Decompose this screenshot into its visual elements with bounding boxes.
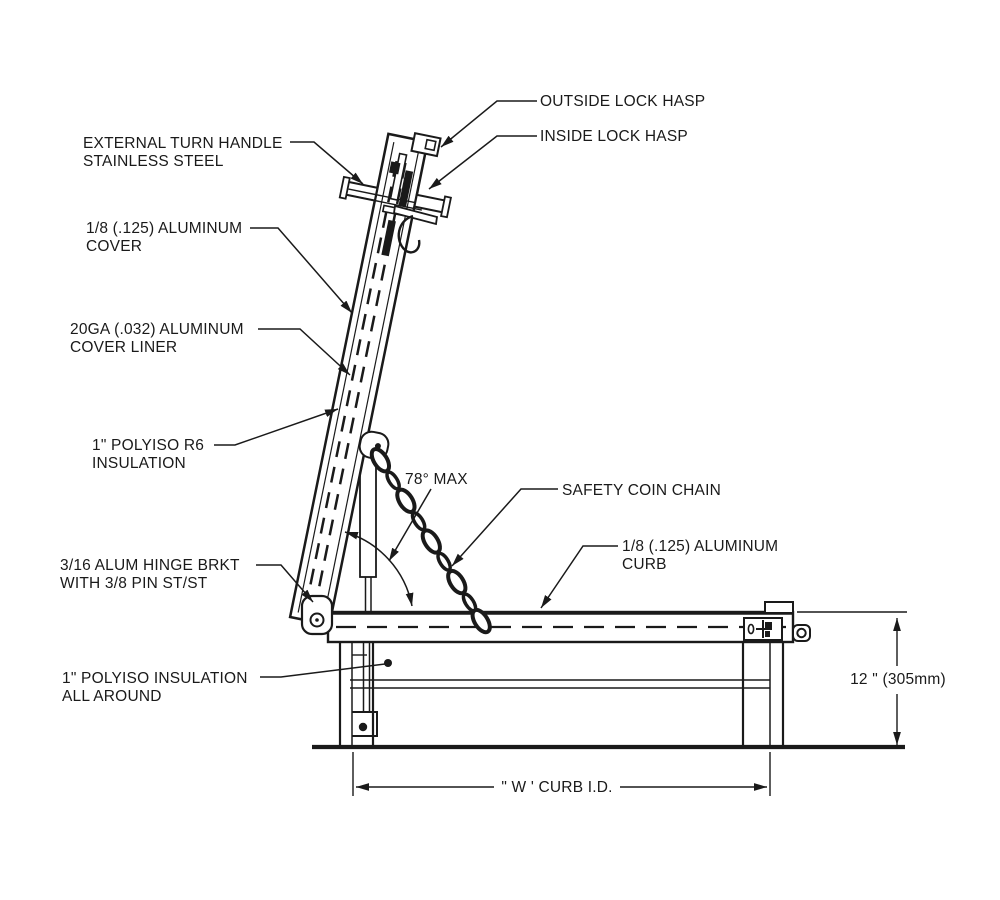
label-polyiso-all-around-2: ALL AROUND <box>62 688 162 705</box>
cover-pan-line-outer <box>297 142 395 613</box>
curb-width-dimension: " W ' CURB I.D. <box>501 779 612 796</box>
label-cover-liner-1: 20GA (.032) ALUMINUM <box>70 321 244 338</box>
label-outside-lock-hasp: OUTSIDE LOCK HASP <box>540 93 705 110</box>
chain-link <box>470 607 492 635</box>
label-cover-liner-2: COVER LINER <box>70 339 177 356</box>
leader-cover-liner <box>258 328 351 376</box>
leader-dot-polyiso <box>384 659 392 667</box>
latch-hook <box>397 214 421 254</box>
leader-hinge-bracket <box>256 564 314 603</box>
curb-assembly <box>312 601 905 750</box>
label-aluminum-curb-2: CURB <box>622 556 667 573</box>
dimension-curb-width <box>352 752 771 796</box>
safety-chain <box>369 447 492 635</box>
latch-keeper <box>743 617 783 641</box>
latch-rod-and-hook <box>392 204 439 254</box>
chain-link <box>385 470 401 491</box>
dimension-curb-height <box>797 611 907 745</box>
label-polyiso-r6-2: INSULATION <box>92 455 186 472</box>
gas-spring-tube <box>359 451 377 578</box>
leader-polyiso-all-around <box>260 663 386 678</box>
curb-height-dimension: 12 " (305mm) <box>850 671 946 688</box>
hasp-eyelet <box>792 624 811 642</box>
leader-outside-lock-hasp <box>440 100 537 148</box>
label-aluminum-curb-1: 1/8 (.125) ALUMINUM <box>622 538 778 555</box>
leader-angle-max <box>388 488 432 562</box>
label-inside-lock-hasp: INSIDE LOCK HASP <box>540 128 688 145</box>
opening-angle-arc <box>344 531 414 607</box>
leader-external-turn-handle <box>290 141 364 185</box>
cover-liner-hidden-line <box>305 160 398 603</box>
chain-link <box>446 568 468 596</box>
label-external-turn-handle-2: STAINLESS STEEL <box>83 153 224 170</box>
leader-inside-lock-hasp <box>428 135 537 190</box>
chain-link <box>436 551 452 572</box>
curb-cap-right-lip <box>764 601 794 614</box>
hinge-bracket-detail <box>300 594 334 636</box>
cover-assembly <box>288 132 452 627</box>
label-hinge-bracket-2: WITH 3/8 PIN ST/ST <box>60 575 208 592</box>
label-external-turn-handle-1: EXTERNAL TURN HANDLE <box>83 135 283 152</box>
chain-link <box>395 487 417 514</box>
chain-link <box>369 447 392 474</box>
callout-labels: OUTSIDE LOCK HASP INSIDE LOCK HASP EXTER… <box>60 93 778 705</box>
leader-lines <box>214 100 618 678</box>
label-polyiso-all-around-1: 1" POLYISO INSULATION <box>62 670 248 687</box>
label-safety-coin-chain: SAFETY COIN CHAIN <box>562 482 721 499</box>
label-aluminum-cover-1: 1/8 (.125) ALUMINUM <box>86 220 242 237</box>
label-angle-max: 78° MAX <box>405 471 468 488</box>
leader-aluminum-cover <box>250 227 353 314</box>
leader-safety-chain <box>451 488 558 567</box>
leader-aluminum-curb <box>540 545 618 609</box>
latch-rod <box>392 204 439 226</box>
cover-pan-line-inner <box>323 147 420 618</box>
curb-right-post <box>741 642 785 747</box>
chain-link <box>420 528 442 555</box>
curb-left-post <box>338 642 375 747</box>
gas-spring-lower-mount <box>352 711 378 737</box>
cover-insulation-hidden-line <box>314 162 407 605</box>
lock-hardware <box>338 132 452 257</box>
label-hinge-bracket-1: 3/16 ALUM HINGE BRKT <box>60 557 240 574</box>
label-aluminum-cover-2: COVER <box>86 238 142 255</box>
label-polyiso-r6-1: 1" POLYISO R6 <box>92 437 204 454</box>
leader-polyiso-r6 <box>214 408 339 446</box>
